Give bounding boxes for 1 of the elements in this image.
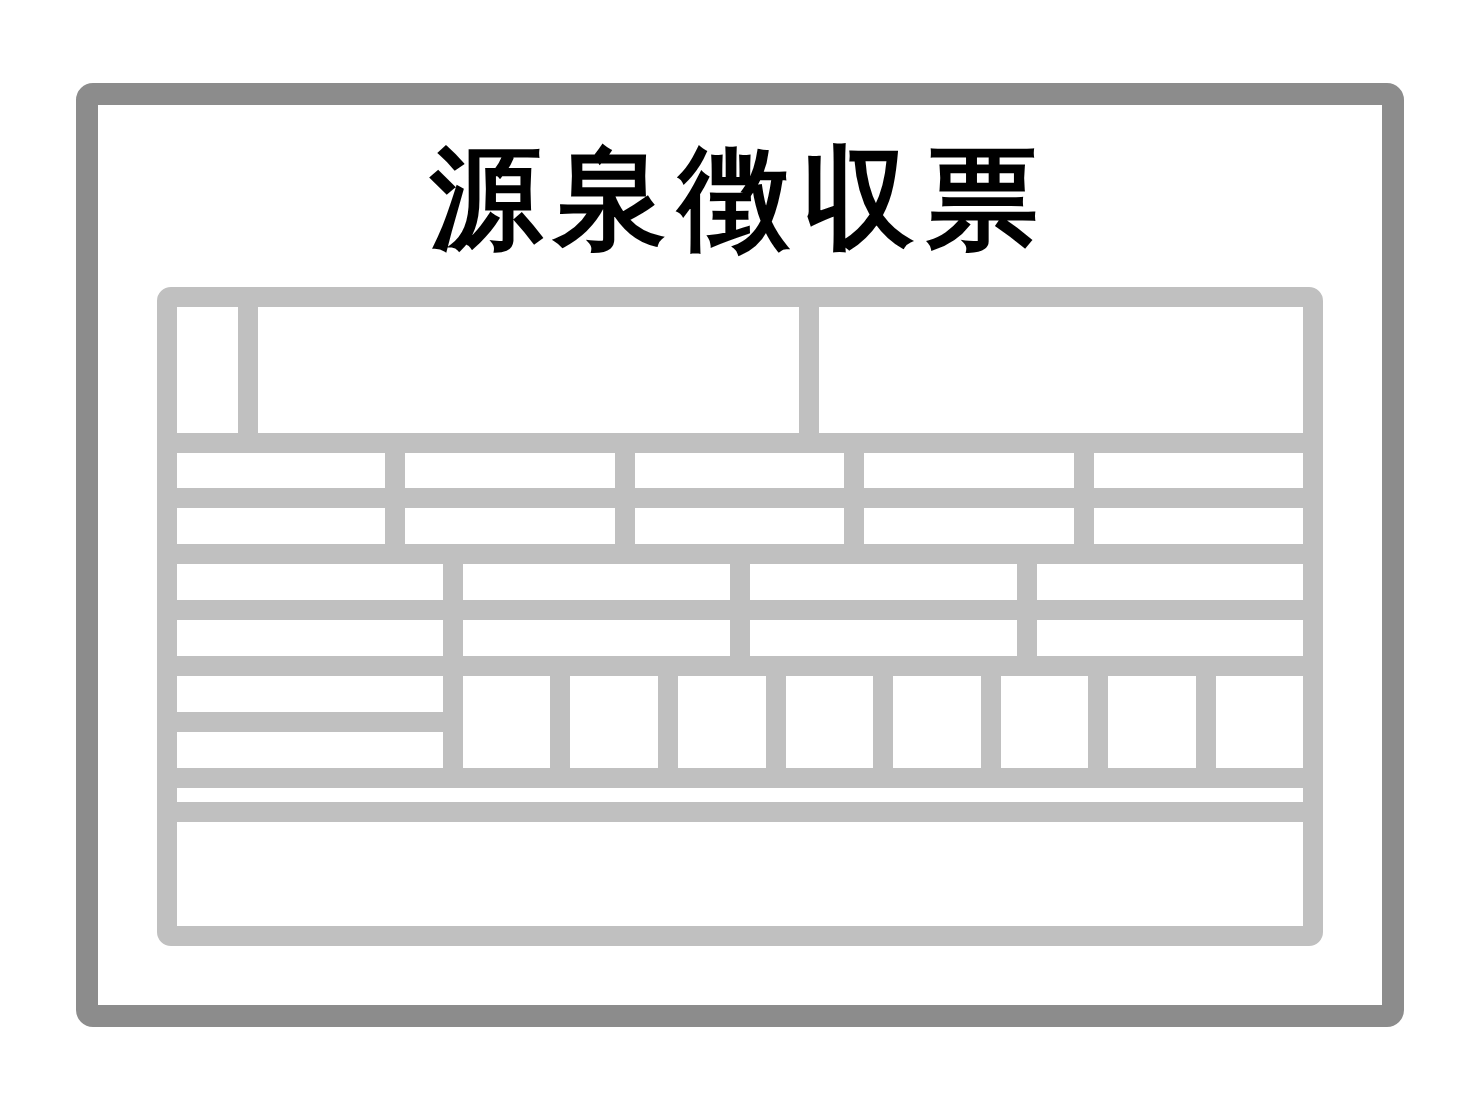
- form-title: 源泉徴収票: [430, 132, 1050, 265]
